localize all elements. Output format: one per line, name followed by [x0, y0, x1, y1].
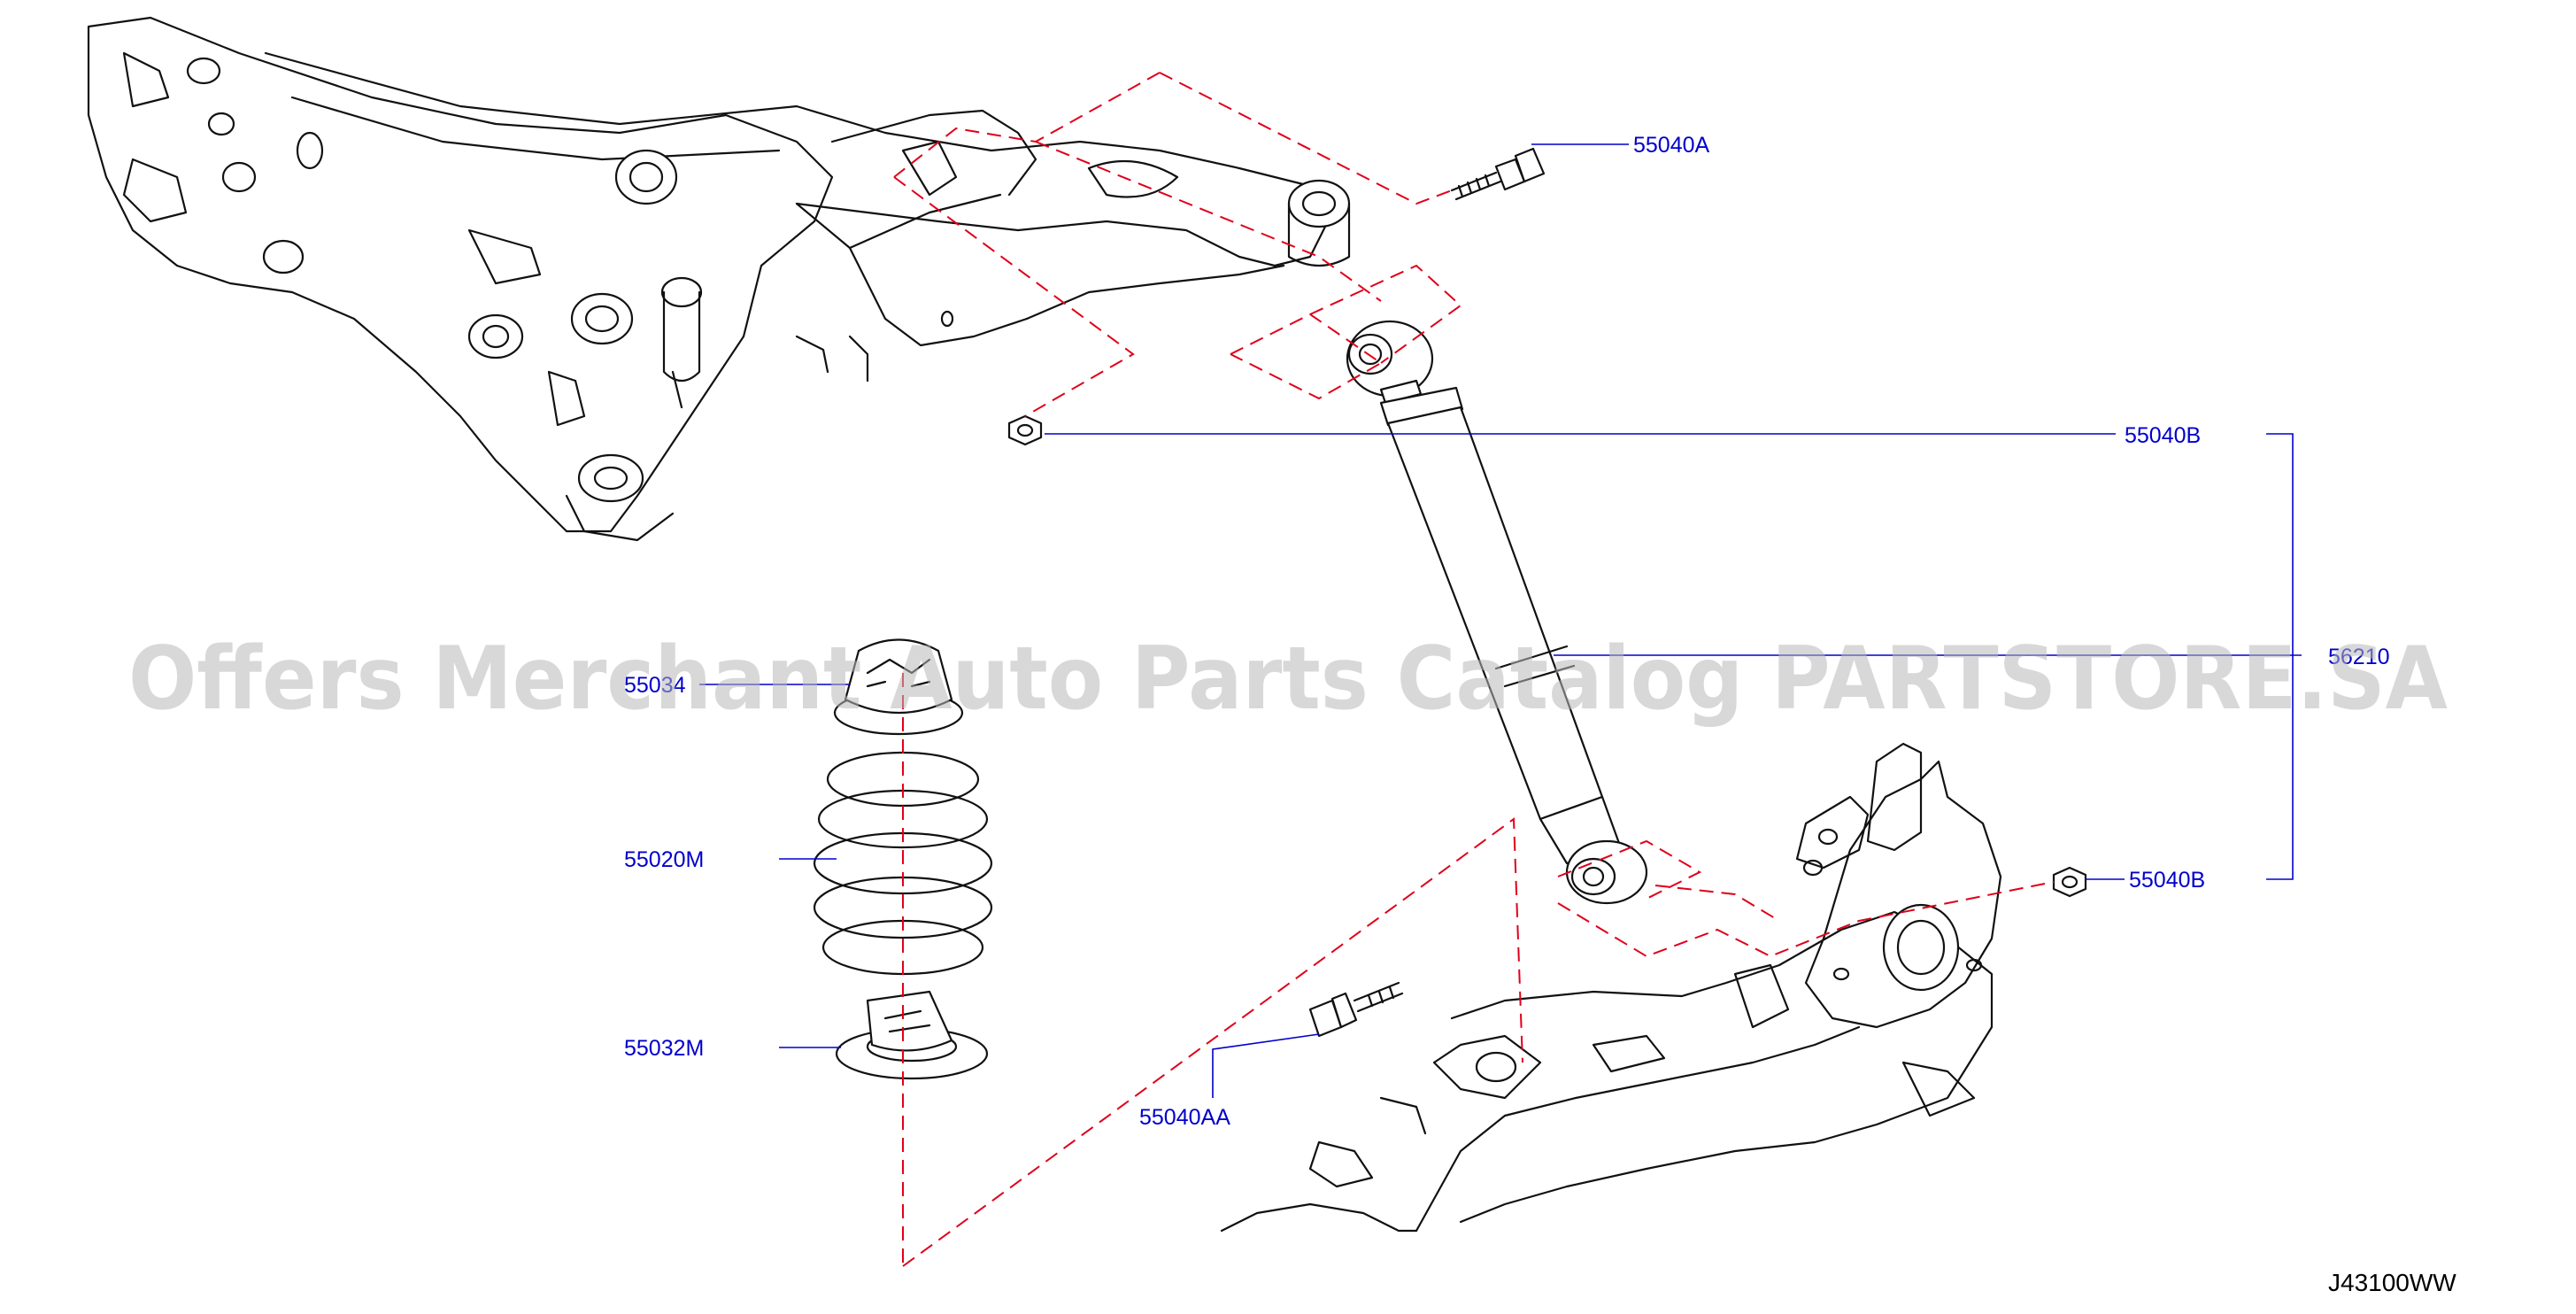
shock-absorber-drawing [1346, 320, 1648, 905]
label-bolt-upper[interactable]: 55040A [1633, 133, 1710, 158]
nut-lower-drawing [2052, 866, 2087, 898]
rear-subframe-drawing [87, 16, 1351, 542]
upper-spring-seat-drawing [833, 638, 964, 736]
watermark-text: Offers Merchant Auto Parts Catalog PARTS… [128, 629, 2448, 730]
label-shock-absorber[interactable]: 56210 [2328, 645, 2390, 669]
rear-axle-drawing [1220, 742, 2002, 1233]
dashed-assembly-guides [893, 72, 2055, 1267]
nut-upper-drawing [1007, 414, 1043, 446]
label-upper-spring-seat[interactable]: 55034 [624, 673, 686, 698]
label-nut-lower[interactable]: 55040B [2129, 868, 2205, 893]
bolt-upper-drawing [1450, 147, 1546, 201]
label-lower-spring-seat[interactable]: 55032M [624, 1036, 704, 1061]
diagram-code: J43100WW [2328, 1269, 2456, 1296]
callout-leaders [699, 143, 2302, 1098]
label-coil-spring[interactable]: 55020M [624, 847, 704, 872]
label-nut-upper[interactable]: 55040B [2125, 423, 2201, 448]
label-bolt-lower[interactable]: 55040AA [1139, 1105, 1230, 1130]
lower-spring-seat-drawing [835, 990, 989, 1080]
bolt-lower-drawing [1308, 981, 1404, 1038]
